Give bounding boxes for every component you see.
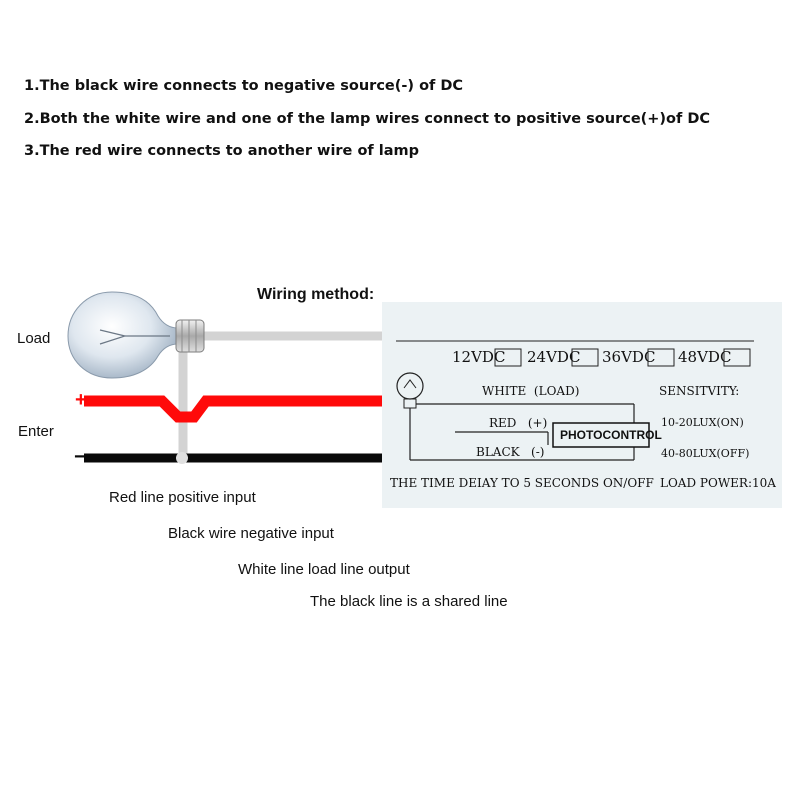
note-red-wire: 3.The red wire connects to another wire … — [24, 143, 420, 159]
junction-dot — [176, 452, 188, 464]
diagram-title: Wiring method: — [257, 286, 375, 303]
voltage-12: 12VDC — [452, 348, 506, 366]
lux-off-label: 40-80LUX(OFF) — [661, 447, 750, 460]
load-power-label: LOAD POWER:10A — [660, 476, 776, 490]
caption-red-line: Red line positive input — [109, 489, 256, 506]
red-wire — [84, 395, 384, 423]
caption-white-line: White line load line output — [238, 561, 410, 578]
photocontrol-label: PHOTOCONTROL — [560, 428, 662, 442]
voltage-48: 48VDC — [678, 348, 732, 366]
delay-label: THE TIME DEIAY TO 5 SECONDS ON/OFF — [390, 476, 654, 490]
black-wire — [84, 452, 384, 464]
plate-black-label: BLACK (-) — [476, 445, 545, 459]
lamp-bulb-icon — [67, 291, 205, 379]
label-plate — [382, 302, 782, 508]
white-wire — [178, 331, 384, 456]
caption-shared-line: The black line is a shared line — [310, 593, 508, 610]
voltage-36: 36VDC — [602, 348, 656, 366]
enter-label: Enter — [18, 423, 54, 440]
caption-black-wire: Black wire negative input — [168, 525, 334, 542]
plate-red-label: RED (+) — [489, 416, 548, 430]
note-black-wire: 1.The black wire connects to negative so… — [24, 78, 464, 94]
plate-white-label: WHITE (LOAD) — [482, 384, 580, 398]
plus-sign: + — [75, 389, 87, 411]
load-label: Load — [17, 330, 51, 347]
lux-on-label: 10-20LUX(ON) — [661, 416, 744, 429]
note-white-wire: 2.Both the white wire and one of the lam… — [24, 111, 711, 127]
voltage-24: 24VDC — [527, 348, 581, 366]
minus-sign: − — [74, 446, 86, 468]
sensitivity-label: SENSITVITY: — [659, 384, 740, 398]
